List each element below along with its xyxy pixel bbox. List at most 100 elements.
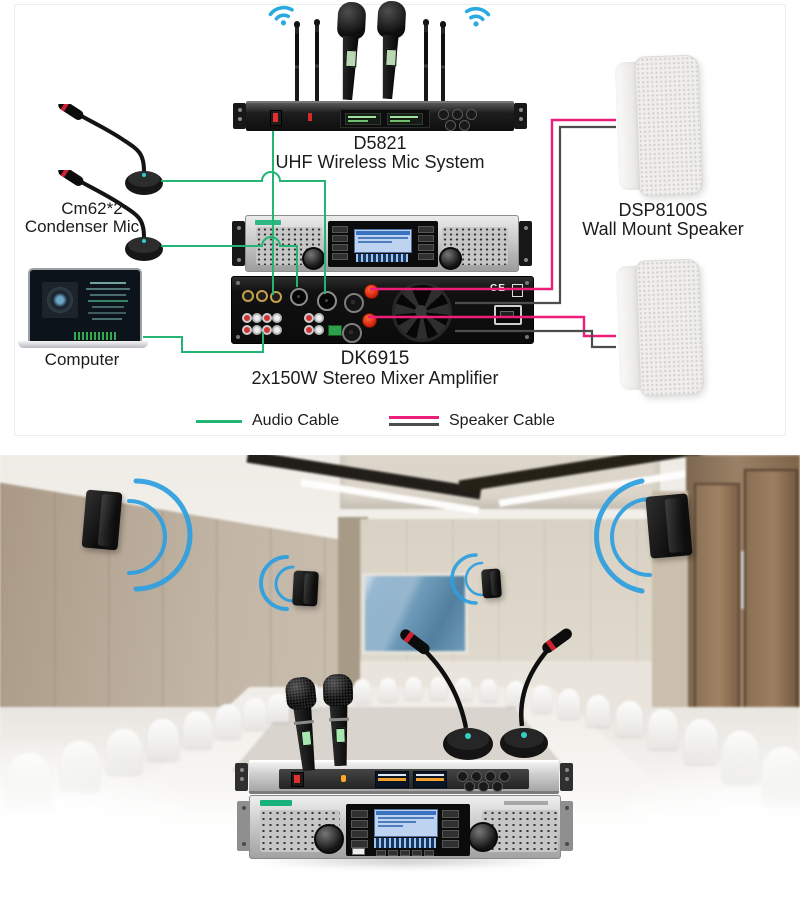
- uhf-receiver-unit: [233, 100, 527, 132]
- computer-laptop: [18, 268, 148, 352]
- room-amplifier-unit: [237, 795, 573, 859]
- usb-port: [352, 848, 365, 855]
- condenser-mic: [58, 104, 163, 195]
- chair: [532, 685, 552, 712]
- amplifier-front-panel: [232, 215, 532, 272]
- power-switch: [270, 110, 282, 126]
- speaker-cable-label: Speaker Cable: [449, 412, 555, 429]
- lcd-display: [374, 809, 438, 837]
- sound-waves: [127, 478, 652, 611]
- brand-logo: [260, 800, 292, 806]
- rca-output: [314, 313, 324, 323]
- rca-input: [272, 313, 282, 323]
- rca-output: [304, 325, 314, 335]
- chair: [243, 698, 267, 729]
- volume-knob: [314, 824, 344, 854]
- phoenix-connector: [328, 325, 342, 336]
- amplifier-label: 2x150W Stereo Mixer Amplifier: [251, 368, 499, 388]
- rca-input: [262, 325, 272, 335]
- speakon-output: [344, 293, 364, 313]
- mic-display: [300, 730, 313, 747]
- wifi-icon: [268, 5, 294, 26]
- rca-input: [252, 313, 262, 323]
- chair: [405, 677, 422, 699]
- rca-input: [242, 325, 252, 335]
- receiver-display: [340, 109, 430, 128]
- room-receiver-unit: [235, 759, 573, 795]
- chair: [379, 678, 397, 701]
- chair: [430, 677, 447, 699]
- receiver-knob: [466, 109, 477, 120]
- condenser-mic-label: Condenser Mic: [24, 217, 140, 236]
- mic-input-xlr: [317, 291, 337, 311]
- chair: [616, 701, 643, 736]
- cable-connections: [143, 118, 616, 353]
- cooling-fan: [392, 282, 452, 342]
- brand-logo: [255, 220, 281, 225]
- speaker-cable-swatch-dark: [389, 423, 439, 426]
- speaker-cable-swatch-pink: [389, 416, 439, 419]
- rca-input: [252, 325, 262, 335]
- audio-cable-swatch: [196, 420, 242, 423]
- front-grille: [442, 227, 508, 265]
- antenna: [423, 19, 429, 102]
- speaker-cables-pink: [368, 118, 616, 338]
- gooseneck-mics: [400, 628, 572, 760]
- volume-knob: [468, 822, 498, 852]
- receiver-knob: [459, 120, 470, 131]
- room-handheld-mic: [322, 673, 355, 767]
- laptop-screen: [28, 268, 142, 343]
- computer-label: Computer: [44, 350, 120, 369]
- amplifier-rear-panel: CE: [231, 276, 534, 344]
- power-inlet: [494, 305, 522, 325]
- channel-display: [413, 771, 447, 788]
- wifi-icon: [464, 6, 491, 27]
- volume-knob: [439, 247, 462, 270]
- audio-cable-label: Audio Cable: [252, 412, 340, 429]
- fuse-indicator: [341, 775, 346, 782]
- equalizer-bars: [74, 332, 116, 340]
- chair: [215, 704, 241, 738]
- power-switch: [291, 772, 304, 787]
- chair: [558, 689, 580, 718]
- wireless-system-model: D5821: [353, 133, 407, 153]
- lcd-display: [354, 229, 412, 253]
- receiver-knob: [445, 120, 456, 131]
- chair: [455, 678, 472, 700]
- chair: [586, 695, 610, 726]
- rca-input: [272, 325, 282, 335]
- corner-fade: [0, 735, 220, 916]
- receiver-knob: [438, 109, 449, 120]
- wall-speaker-model: DSP8100S: [618, 200, 708, 220]
- speaker-cables-dark: [455, 125, 616, 349]
- antenna: [294, 21, 300, 102]
- chair: [480, 679, 497, 701]
- application-photo: [0, 455, 800, 916]
- model-print: [504, 801, 548, 805]
- rca-output: [304, 313, 314, 323]
- rca-output: [314, 325, 324, 335]
- media-player-art: [42, 282, 78, 318]
- rca-input: [242, 313, 252, 323]
- condenser-mic: [58, 170, 163, 261]
- lcd-subdisplay: [356, 254, 408, 262]
- rca-input: [262, 313, 272, 323]
- aux-jack: [242, 290, 254, 302]
- system-diagram: CE: [0, 0, 800, 455]
- mic-display: [335, 727, 346, 744]
- door-handle: [741, 551, 744, 609]
- wall-speaker-label: Wall Mount Speaker: [582, 219, 744, 239]
- chair: [267, 694, 289, 722]
- amplifier-model: DK6915: [340, 348, 410, 369]
- control-panel: [346, 804, 470, 856]
- channel-display: [375, 771, 409, 788]
- speaker-terminal: [364, 284, 379, 299]
- weee-icon: [512, 284, 523, 297]
- indicator-led: [308, 113, 312, 121]
- antenna: [314, 19, 320, 102]
- wireless-system-label: UHF Wireless Mic System: [275, 152, 485, 172]
- mic-input-xlr: [290, 288, 308, 306]
- laptop-base: [18, 341, 148, 348]
- corner-fade: [580, 745, 800, 916]
